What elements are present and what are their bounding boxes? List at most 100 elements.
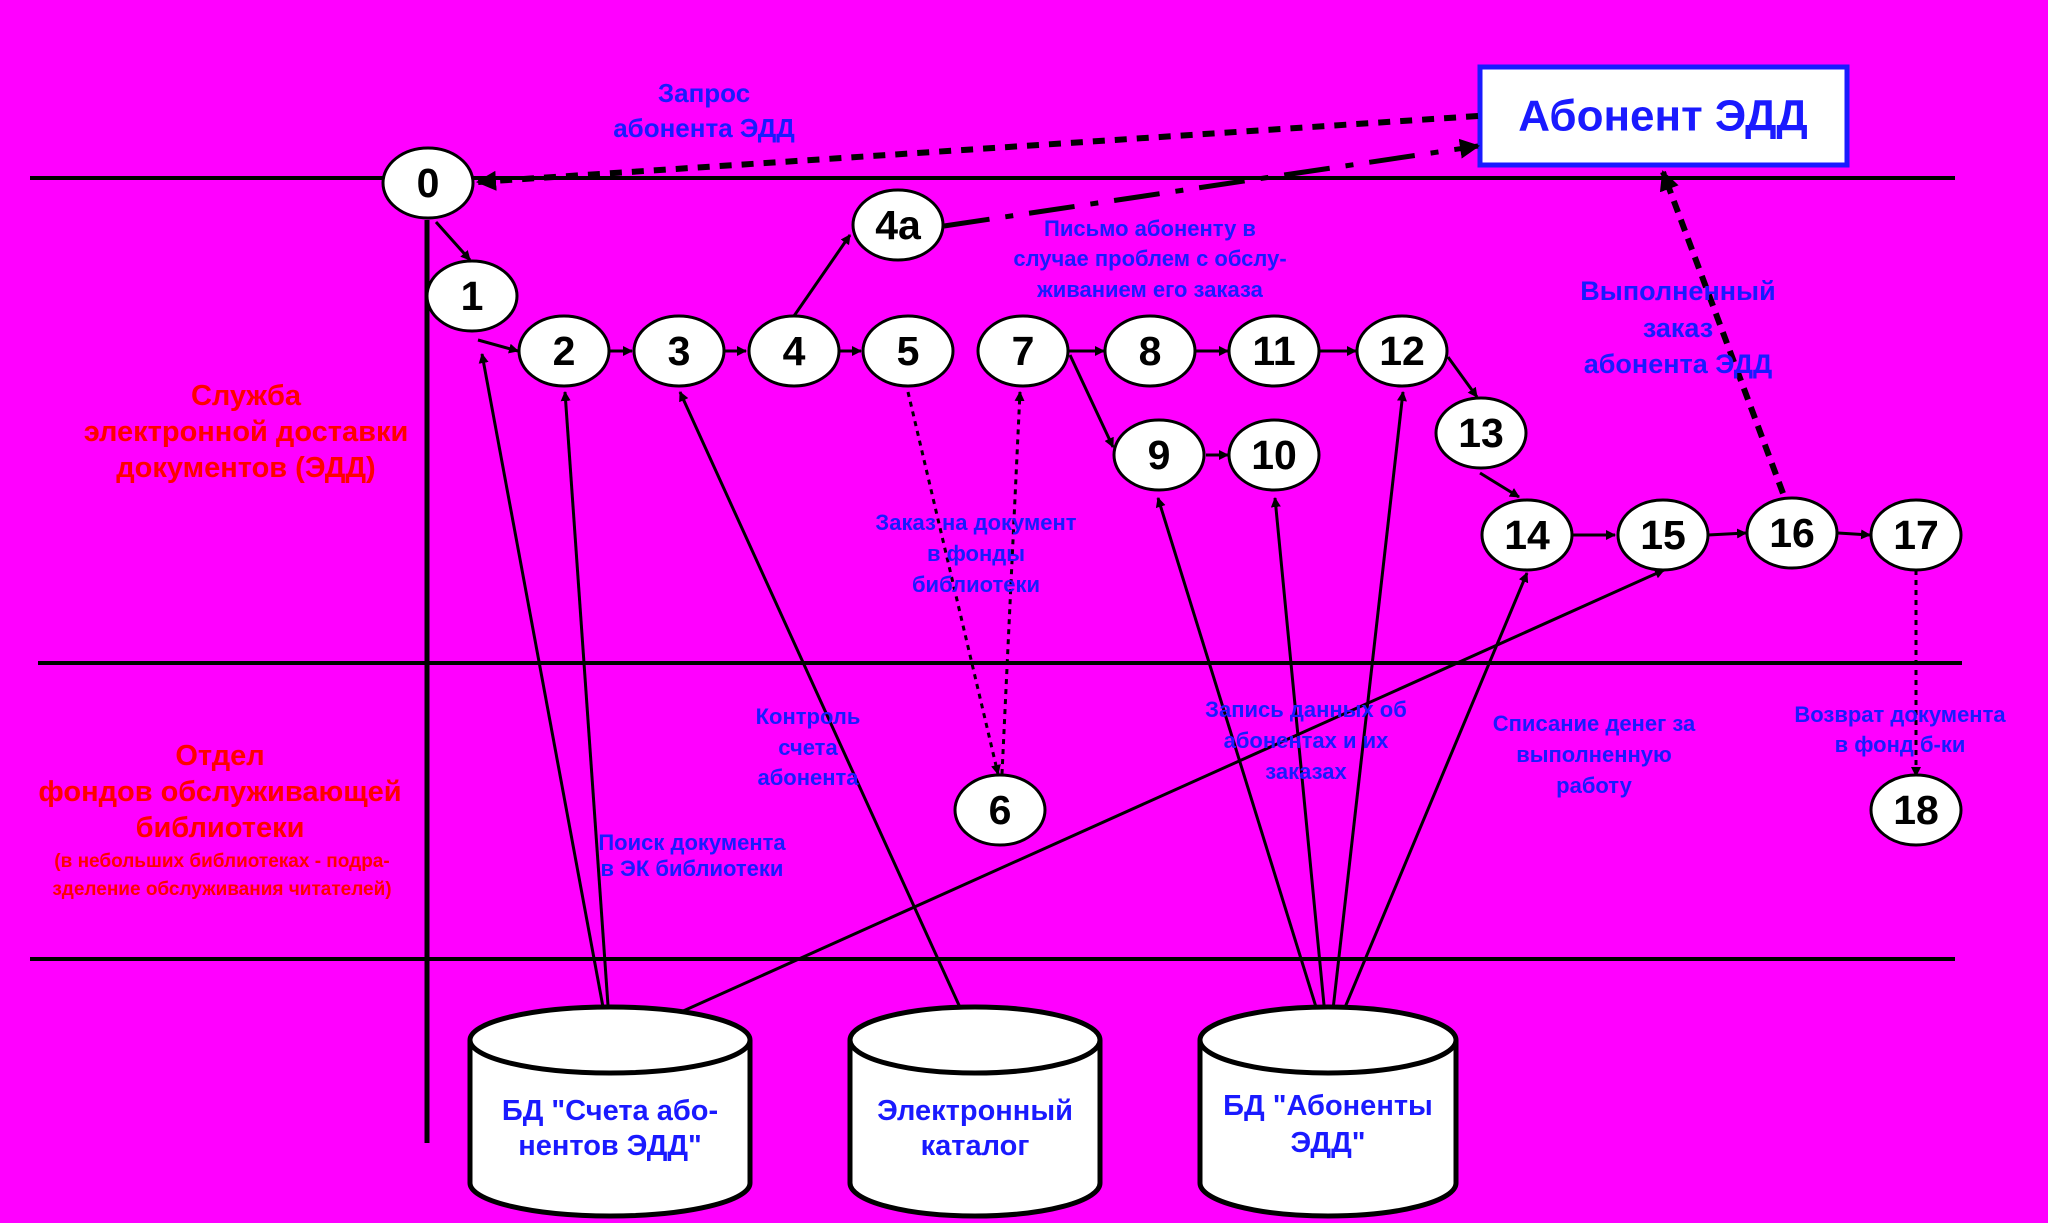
arrow-12-13 xyxy=(1446,356,1479,398)
node-1: 1 xyxy=(425,259,519,333)
node-14: 14 xyxy=(1480,498,1574,572)
note-completed-line3: абонента ЭДД xyxy=(1584,349,1773,379)
arrow-16-17 xyxy=(1837,529,1871,540)
node-2: 2 xyxy=(517,314,611,388)
note-letter-line3: живанием его заказа xyxy=(1036,277,1263,302)
database-subscribers-line2: ЭДД" xyxy=(1291,1127,1366,1159)
node-3-label: 3 xyxy=(668,328,691,374)
node-4: 4 xyxy=(747,314,841,388)
note-record-data-line1: Запись данных об xyxy=(1205,697,1407,722)
node-4-label: 4 xyxy=(783,328,806,374)
node-6: 6 xyxy=(953,773,1047,847)
note-ec-search-line1: Поиск документа xyxy=(598,830,786,855)
note-write-off-line2: выполненную xyxy=(1516,742,1672,767)
node-17-label: 17 xyxy=(1893,512,1939,558)
nodes: 0 1 2 3 4 4a 5 7 8 11 12 9 10 13 14 15 1… xyxy=(381,146,1963,847)
note-completed-line1: Выполненный xyxy=(1580,276,1775,306)
node-14-label: 14 xyxy=(1504,512,1550,558)
node-12-label: 12 xyxy=(1379,328,1425,374)
database-subscribers: БД "Абоненты ЭДД" xyxy=(1197,1004,1459,1219)
arrow-1-2 xyxy=(477,338,519,354)
arrow-0-1 xyxy=(434,220,472,262)
note-account-control-line1: Контроль xyxy=(756,704,861,729)
node-13: 13 xyxy=(1434,396,1528,470)
arrow-15-accounts xyxy=(611,568,1665,1045)
node-9-label: 9 xyxy=(1148,432,1171,478)
note-letter-line1: Письмо абоненту в xyxy=(1044,216,1256,241)
note-return-doc-line2: в фонд б-ки xyxy=(1835,732,1966,757)
note-order: Заказ на документ в фонды библиотеки xyxy=(875,510,1076,597)
note-write-off-line3: работу xyxy=(1556,773,1632,798)
node-7: 7 xyxy=(976,314,1070,388)
node-13-label: 13 xyxy=(1458,410,1504,456)
note-letter-line2: случае проблем с обслу- xyxy=(1013,246,1286,271)
note-ec-search-line2: в ЭК библиотеки xyxy=(601,856,784,881)
lane-label-edd-service: Служба электронной доставки документов (… xyxy=(84,380,409,484)
arrow-2-accounts xyxy=(560,391,615,1035)
note-write-off-line1: Списание денег за xyxy=(1493,711,1696,736)
note-return-doc-line1: Возврат документа xyxy=(1794,702,2006,727)
note-order-line1: Заказ на документ xyxy=(875,510,1076,535)
note-completed-line2: заказ xyxy=(1643,313,1713,343)
node-9: 9 xyxy=(1112,418,1206,492)
note-account-control: Контроль счета абонента xyxy=(756,704,861,790)
arrow-13-14 xyxy=(1479,471,1520,499)
note-account-control-line3: абонента xyxy=(757,765,859,790)
node-8: 8 xyxy=(1103,314,1197,388)
node-0: 0 xyxy=(381,146,475,220)
database-catalog-line2: каталог xyxy=(921,1130,1030,1162)
lane-edd-line2: электронной доставки xyxy=(84,416,409,448)
arrow-4-4a xyxy=(792,234,852,317)
node-18: 18 xyxy=(1869,773,1963,847)
lane-label-funds-department: Отдел фондов обслуживающей библиотеки (в… xyxy=(38,740,401,900)
node-3: 3 xyxy=(632,314,726,388)
note-record-data-line2: абонентах и их xyxy=(1224,728,1390,753)
note-return-doc: Возврат документа в фонд б-ки xyxy=(1794,702,2006,757)
node-15-label: 15 xyxy=(1640,512,1686,558)
node-1-label: 1 xyxy=(461,273,484,319)
node-8-label: 8 xyxy=(1139,328,1162,374)
node-6-label: 6 xyxy=(989,787,1012,833)
database-subscribers-line1: БД "Абоненты xyxy=(1223,1090,1433,1122)
arrow-7-9 xyxy=(1068,354,1115,448)
letter-dashdot-line xyxy=(943,138,1480,229)
node-2-label: 2 xyxy=(553,328,576,374)
node-16-label: 16 xyxy=(1769,510,1815,556)
arrow-14-subscribers xyxy=(1331,572,1529,1037)
arrow-1-accounts xyxy=(478,353,612,1035)
arrow-15-16 xyxy=(1707,528,1747,539)
node-5: 5 xyxy=(861,314,955,388)
node-11-label: 11 xyxy=(1252,328,1295,374)
database-accounts-line2: нентов ЭДД" xyxy=(518,1130,702,1162)
lane-funds-line1: Отдел xyxy=(175,740,264,772)
node-10-label: 10 xyxy=(1251,432,1297,478)
arrow-10-subscribers xyxy=(1270,497,1332,1037)
note-letter: Письмо абоненту в случае проблем с обслу… xyxy=(1013,216,1286,302)
node-7-label: 7 xyxy=(1012,328,1035,374)
node-10: 10 xyxy=(1227,418,1321,492)
node-15: 15 xyxy=(1616,498,1710,572)
node-18-label: 18 xyxy=(1893,787,1939,833)
node-16: 16 xyxy=(1745,496,1839,570)
note-completed: Выполненный заказ абонента ЭДД xyxy=(1580,276,1775,379)
node-5-label: 5 xyxy=(897,328,920,374)
node-17: 17 xyxy=(1869,498,1963,572)
note-order-line2: в фонды xyxy=(927,541,1025,566)
note-request: Запрос абонента ЭДД xyxy=(613,78,795,143)
lane-funds-note-line1: (в небольших библиотеках - подра- xyxy=(54,851,389,872)
node-0-label: 0 xyxy=(417,160,440,206)
subscriber-box: Абонент ЭДД xyxy=(1477,64,1850,168)
note-account-control-line2: счета xyxy=(778,735,838,760)
note-ec-search: Поиск документа в ЭК библиотеки xyxy=(598,830,786,881)
lane-edd-line3: документов (ЭДД) xyxy=(116,452,375,484)
database-catalog-line1: Электронный xyxy=(877,1095,1073,1127)
note-record-data: Запись данных об абонентах и их заказах xyxy=(1205,697,1407,784)
node-11: 11 xyxy=(1227,314,1321,388)
note-write-off: Списание денег за выполненную работу xyxy=(1493,711,1696,798)
node-4a: 4a xyxy=(851,188,945,262)
completed-dotted-line xyxy=(1659,170,1793,514)
lane-edd-line1: Служба xyxy=(191,380,302,412)
database-accounts: БД "Счета або- нентов ЭДД" xyxy=(467,1004,753,1219)
note-request-line2: абонента ЭДД xyxy=(613,113,795,143)
